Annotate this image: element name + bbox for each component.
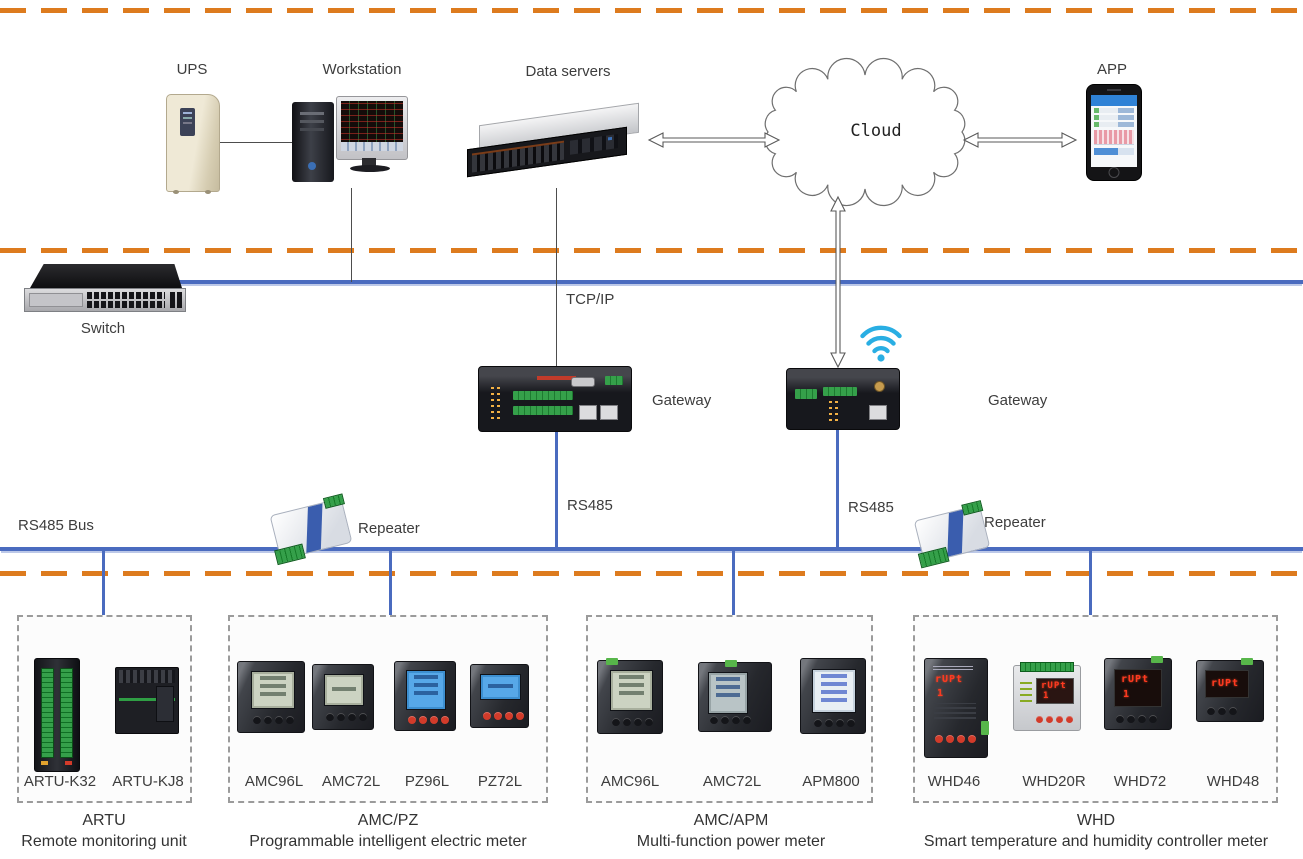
tcpip-label: TCP/IP [566,291,615,308]
group-subtitle-artu: Remote monitoring unit [21,833,187,850]
switch-ports-row1 [87,292,165,299]
app-label: APP [1096,61,1128,78]
link-workstation-tcpip [351,188,352,282]
group-title-artu: ARTU [82,812,126,829]
group-title-whd: WHD [1076,812,1116,829]
repeater1-label: Repeater [358,520,420,537]
cloud-label: Cloud [850,121,902,141]
rs485-right-label: RS485 [848,499,894,516]
workstation-label: Workstation [322,61,402,78]
whd48-controller: rUPt [1196,658,1264,722]
arrow-server-cloud [647,132,781,148]
app-screen [1091,95,1137,167]
workstation-screen [341,101,403,151]
device-label-whd72: WHD72 [1113,773,1167,790]
workstation-device [292,96,410,184]
gateway1-eth-port2 [600,405,618,420]
arrow-cloud-gateway2 [830,195,846,369]
link-ups-workstation [218,142,295,143]
data-servers-label: Data servers [525,63,611,80]
group-title-amcpz: AMC/PZ [357,812,419,829]
switch-top-face [30,264,182,288]
whd20r-display-line2: 1 [1043,691,1050,701]
gateway1-device [478,366,632,432]
ups-control-panel [180,108,195,136]
apm800-meter [800,658,866,734]
switch-ports-row2 [87,301,165,308]
whd46-display-line2: 1 [937,688,945,699]
drop-bus-group-amcapm [732,551,735,637]
drop-gateway2-rs485 [836,430,839,547]
gateway2-device [786,368,900,430]
whd20r-controller: rUPt 1 [1013,662,1081,731]
device-label-pz72l: PZ72L [477,773,523,790]
gateway2-eth-port [869,405,887,420]
group-subtitle-whd: Smart temperature and humidity controlle… [923,833,1269,850]
workstation-monitor [336,96,408,160]
drop-gateway1-rs485 [555,430,558,547]
switch-label: Switch [80,320,126,337]
cloud-shape [764,57,966,207]
app-mini-chart [1094,130,1134,145]
ups-label: UPS [176,61,208,78]
whd46-controller: rUPt 1 [924,658,989,758]
gateway2-antenna-mount [874,381,885,392]
separator-line-middle [0,248,1303,253]
workstation-tower [292,102,334,182]
device-label-amc72l: AMC72L [321,773,381,790]
drop-bus-group-whd [1089,551,1092,637]
ups-device [166,94,220,194]
artu-kj8-device [115,667,179,734]
phone-home-button [1108,167,1120,178]
whd72-display-line1: rUPt [1121,674,1150,685]
amc96l-2-meter [597,658,663,734]
amc96l-meter [237,661,305,733]
gateway2-label: Gateway [988,392,1048,409]
separator-line-top [0,8,1303,13]
drop-bus-group-artu [102,551,105,637]
group-title-amcapm: AMC/APM [693,812,769,829]
switch-device [24,262,186,314]
app-header-bar [1091,95,1137,106]
rs485-bus-label: RS485 Bus [18,517,94,534]
amc72l-2-meter [698,660,772,732]
app-button-bar [1094,148,1134,155]
device-label-artu-k32: ARTU-K32 [23,773,97,790]
whd46-display-line1: rUPt [935,674,964,685]
device-label-whd48: WHD48 [1206,773,1260,790]
whd48-display-line1: rUPt [1211,678,1240,689]
rs485-mid-label: RS485 [567,497,613,514]
device-label-whd46: WHD46 [927,773,981,790]
amc72l-meter [312,664,374,730]
drop-bus-group-amcpz [389,551,392,637]
whd72-display-line2: 1 [1123,689,1131,700]
tcpip-bus-line [158,280,1303,284]
artu-k32-device [34,658,80,772]
device-label-amc96l: AMC96L [244,773,304,790]
gateway1-eth-port1 [579,405,597,420]
device-label-apm800: APM800 [802,773,860,790]
device-label-amc72l-2: AMC72L [702,773,762,790]
pz72l-meter [470,664,529,728]
group-subtitle-amcpz: Programmable intelligent electric meter [249,833,527,850]
whd20r-display-line1: rUPt [1041,681,1067,691]
separator-line-bottom [0,571,1303,576]
device-label-artu-kj8: ARTU-KJ8 [112,773,184,790]
rs485-bus-line [0,547,1303,551]
whd72-controller: rUPt 1 [1104,656,1172,730]
data-server-device [465,102,643,178]
wifi-icon [860,325,902,362]
link-server-gateway1 [556,188,557,368]
device-label-amc96l-2: AMC96L [600,773,660,790]
device-label-pz96l: PZ96L [404,773,450,790]
group-subtitle-amcapm: Multi-function power meter [636,833,826,850]
repeater2-label: Repeater [984,514,1046,531]
app-phone-device [1086,84,1142,181]
pz96l-meter [394,661,456,731]
device-label-whd20r: WHD20R [1022,773,1086,790]
gateway1-label: Gateway [652,392,712,409]
repeater2-device [913,500,991,569]
switch-front-panel [24,288,186,312]
arrow-cloud-app [962,132,1078,148]
